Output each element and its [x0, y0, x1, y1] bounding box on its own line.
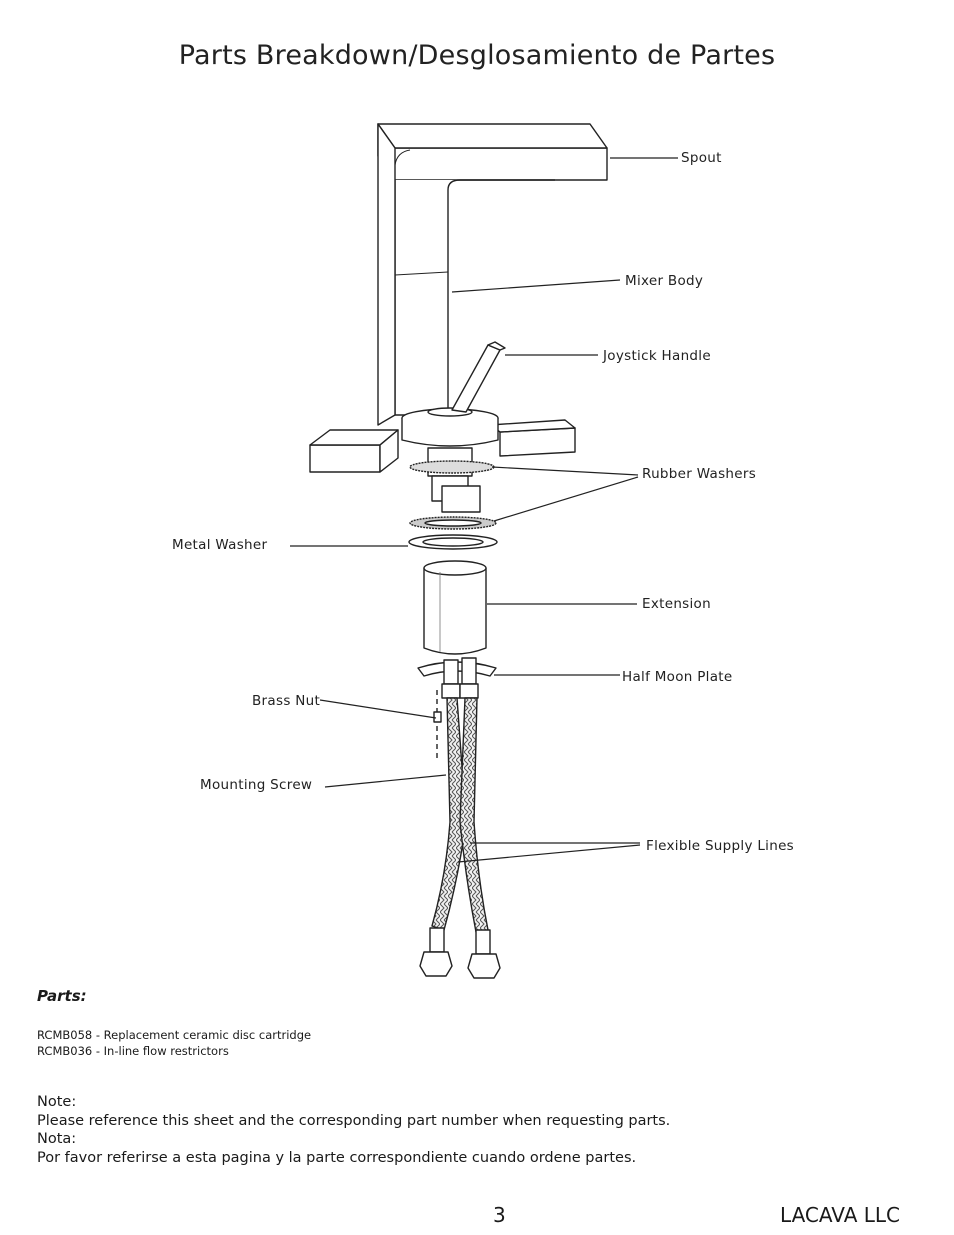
mixer-body-part: [377, 123, 449, 426]
parts-list-item: RCMB036 - In-line flow restrictors: [37, 1044, 229, 1058]
label-mounting-screw: Mounting Screw: [200, 777, 312, 793]
note-heading: Note:: [37, 1094, 77, 1110]
label-brass-nut: Brass Nut: [252, 693, 320, 709]
right-valve-block: [489, 419, 576, 457]
page-title: Parts Breakdown/Desglosamiento de Partes: [178, 40, 776, 71]
page-number: 3: [493, 1203, 506, 1227]
label-flexible-supply-lines: Flexible Supply Lines: [646, 838, 794, 854]
label-spout: Spout: [681, 150, 722, 166]
leader-rubber-washer-upper: [491, 466, 639, 476]
parts-list: RCMB058 - Replacement ceramic disc cartr…: [37, 1027, 311, 1059]
label-mixer-body: Mixer Body: [625, 273, 703, 289]
label-extension: Extension: [642, 596, 711, 612]
handle-base: [401, 407, 499, 447]
company-name: LACAVA LLC: [780, 1203, 900, 1227]
rubber-washer-lower: [409, 516, 497, 530]
leader-supply-line-left: [457, 844, 641, 863]
extension-part: [423, 560, 487, 655]
leader-mixer-body: [451, 279, 621, 293]
flexible-supply-line-left: [419, 697, 467, 977]
metal-washer-part: [408, 534, 498, 550]
mounting-screw-part: [433, 690, 442, 760]
faucet-exploded-diagram: Spout Mixer Body Joystick Handle Rubber …: [172, 123, 794, 979]
parts-list-item: RCMB058 - Replacement ceramic disc cartr…: [37, 1028, 312, 1042]
leader-rubber-washer-lower: [493, 476, 639, 522]
label-rubber-washers: Rubber Washers: [642, 466, 756, 482]
nota-heading: Nota:: [37, 1131, 77, 1147]
label-metal-washer: Metal Washer: [172, 537, 268, 553]
notes-block: Note: Please reference this sheet and th…: [37, 1093, 670, 1167]
leader-mounting-screw: [324, 774, 447, 788]
left-valve-block: [309, 429, 399, 473]
cartridge-part: [427, 447, 481, 513]
parts-heading: Parts:: [37, 987, 87, 1005]
label-half-moon-plate: Half Moon Plate: [622, 669, 733, 685]
leader-brass-nut: [319, 699, 437, 719]
joystick-handle-part: [451, 341, 506, 413]
flexible-supply-line-right: [459, 697, 501, 979]
label-joystick-handle: Joystick Handle: [602, 348, 711, 364]
rubber-washer-upper: [409, 460, 495, 474]
note-text: Please reference this sheet and the corr…: [37, 1112, 671, 1129]
leader-lines: [290, 157, 678, 863]
hose-fittings: [441, 657, 479, 699]
spout-part: [377, 123, 608, 416]
nota-text: Por favor referirse a esta pagina y la p…: [37, 1149, 637, 1166]
